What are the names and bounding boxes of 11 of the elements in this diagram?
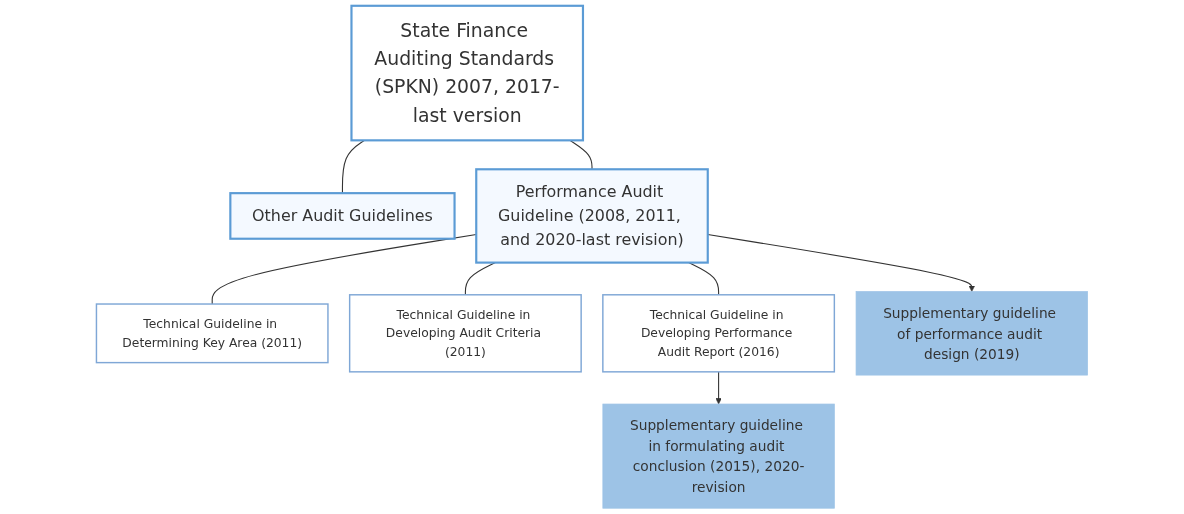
node-box: State Finance Auditing Standards (SPKN) 2007, 2017-last version	[350, 4, 585, 142]
node-box: Technical Guideline in Determining Key Area (2011)	[95, 303, 329, 364]
arrow	[715, 371, 722, 405]
connector	[211, 234, 477, 305]
arrow	[707, 234, 975, 292]
node-box: Supplementary guideline of performance audit design (2019)	[855, 291, 1088, 376]
node-box: Technical Guideline in Developing Performance Audit Report (2016)	[602, 294, 836, 373]
node-box: Technical Guideline in Developing Audit Criteria (2011)	[348, 294, 582, 373]
node-box: Supplementary guideline in formulating audit conclusion (2015), 2020-revision	[602, 403, 835, 509]
node-box: Other Audit Guidelines	[229, 192, 456, 240]
node-box: Performance Audit Guideline (2008, 2011, and 2020-last revision)	[475, 168, 709, 264]
